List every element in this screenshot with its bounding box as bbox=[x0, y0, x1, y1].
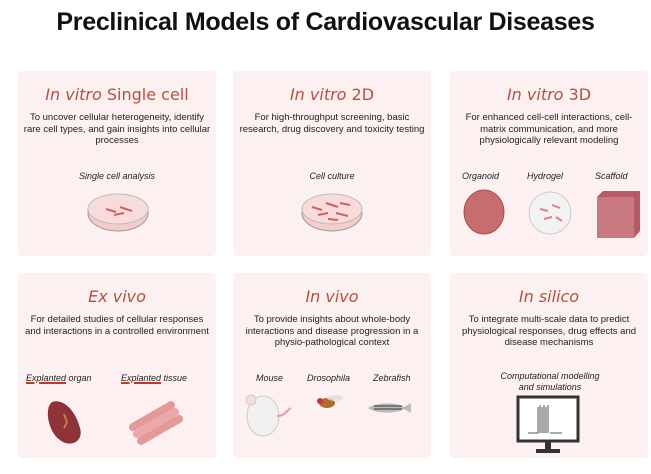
title-italic: In vitro bbox=[506, 85, 564, 104]
title-rest: 3D bbox=[563, 85, 592, 104]
item-label-explanted-tissue: Explanted tissue bbox=[121, 373, 187, 383]
panel-in-vitro-single-cell: In vitro Single cell To uncover cellular… bbox=[18, 71, 216, 256]
heart-organ-icon bbox=[47, 401, 81, 444]
item-label-drosophila: Drosophila bbox=[307, 373, 351, 383]
item-label-scaffold: Scaffold bbox=[595, 171, 628, 181]
panel-title: In vitro Single cell bbox=[18, 85, 216, 104]
title-rest: Single cell bbox=[101, 85, 189, 104]
title-italic: In vitro bbox=[289, 85, 347, 104]
title-italic: In vitro bbox=[45, 85, 102, 104]
panel-title: In vitro 2D bbox=[233, 85, 431, 104]
zebrafish-icon bbox=[368, 403, 411, 413]
panel-in-silico: In silico To integrate multi-scale data … bbox=[450, 273, 648, 458]
panel-description: For enhanced cell-cell interactions, cel… bbox=[465, 112, 633, 146]
panel-in-vitro-2d: In vitro 2D For high-throughput screenin… bbox=[233, 71, 431, 256]
panel-description: For detailed studies of cellular respons… bbox=[25, 314, 209, 337]
panel-description: For high-throughput screening, basic res… bbox=[239, 112, 425, 135]
drosophila-icon bbox=[317, 395, 343, 408]
panel-title: In vitro 3D bbox=[450, 85, 648, 104]
hydrogel-icon bbox=[528, 191, 572, 235]
underlined-word: Explanted bbox=[121, 373, 162, 383]
item-label-computational: Computational modelling and simulations bbox=[500, 371, 600, 392]
item-label-organoid: Organoid bbox=[462, 171, 500, 181]
panel-title: In vivo bbox=[233, 287, 431, 306]
computer-monitor-icon bbox=[516, 395, 580, 453]
main-title: Preclinical Models of Cardiovascular Dis… bbox=[56, 8, 595, 36]
panel-title: Ex vivo bbox=[18, 287, 216, 306]
underlined-word: Explanted bbox=[26, 373, 67, 383]
title-italic: In silico bbox=[518, 287, 580, 306]
item-label-zebrafish: Zebrafish bbox=[373, 373, 411, 383]
item-label: Single cell analysis bbox=[78, 171, 156, 181]
item-label-mouse: Mouse bbox=[256, 373, 284, 383]
panel-description: To provide insights about whole-body int… bbox=[245, 314, 419, 348]
mouse-icon bbox=[245, 394, 292, 437]
scaffold-icon bbox=[597, 191, 640, 238]
item-word: organ bbox=[68, 373, 92, 383]
organoid-icon bbox=[463, 189, 505, 235]
title-italic: In vivo bbox=[305, 287, 359, 306]
panel-description: To integrate multi-scale data to predict… bbox=[461, 314, 637, 348]
muscle-tissue-icon bbox=[128, 401, 184, 445]
petri-dish-icon bbox=[301, 193, 363, 232]
panel-in-vitro-3d: In vitro 3D For enhanced cell-cell inter… bbox=[450, 71, 648, 256]
panel-in-vivo: In vivo To provide insights about whole-… bbox=[233, 273, 431, 458]
item-label: Cell culture bbox=[309, 171, 355, 181]
item-word: tissue bbox=[163, 373, 188, 383]
petri-dish-icon bbox=[87, 193, 149, 232]
title-rest: 2D bbox=[346, 85, 375, 104]
item-label-hydrogel: Hydrogel bbox=[527, 171, 564, 181]
panel-description: To uncover cellular heterogeneity, ident… bbox=[23, 112, 211, 146]
item-label-explanted-organ: Explanted organ bbox=[26, 373, 92, 383]
title-italic: Ex vivo bbox=[88, 287, 146, 306]
panel-ex-vivo: Ex vivo For detailed studies of cellular… bbox=[18, 273, 216, 458]
panel-title: In silico bbox=[450, 287, 648, 306]
